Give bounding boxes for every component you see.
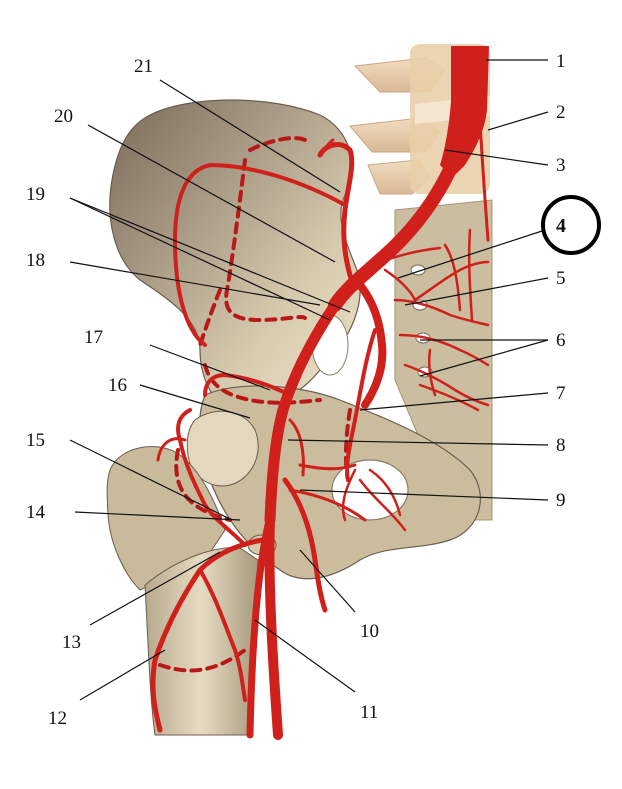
label-16: 16 bbox=[108, 375, 127, 396]
highlight-ring-4 bbox=[541, 195, 601, 255]
label-2: 2 bbox=[556, 102, 566, 123]
label-8: 8 bbox=[556, 435, 566, 456]
label-1: 1 bbox=[556, 51, 566, 72]
obturator-foramen bbox=[331, 459, 409, 521]
label-21: 21 bbox=[134, 56, 153, 77]
arteries bbox=[150, 46, 490, 740]
label-11: 11 bbox=[360, 702, 378, 723]
femur-shaft bbox=[144, 547, 259, 736]
label-12: 12 bbox=[48, 708, 67, 729]
label-20: 20 bbox=[54, 106, 73, 127]
aorta bbox=[440, 46, 489, 178]
label-19: 19 bbox=[26, 184, 45, 205]
label-15: 15 bbox=[26, 430, 45, 451]
label-10: 10 bbox=[360, 621, 379, 642]
label-13: 13 bbox=[62, 632, 81, 653]
bones bbox=[106, 44, 493, 736]
label-7: 7 bbox=[556, 383, 566, 404]
label-3: 3 bbox=[556, 155, 566, 176]
lateral-sacral-branches bbox=[378, 228, 490, 412]
femur-head bbox=[186, 410, 259, 487]
label-18: 18 bbox=[26, 250, 45, 271]
label-14: 14 bbox=[26, 502, 46, 523]
label-4: 4 bbox=[556, 215, 566, 237]
leader-lines bbox=[69, 59, 549, 701]
label-9: 9 bbox=[556, 490, 566, 511]
label-17: 17 bbox=[84, 327, 103, 348]
obturator-branches bbox=[341, 468, 407, 532]
number-labels: 1 2 3 4 5 6 7 8 9 10 11 12 13 14 15 16 1… bbox=[26, 51, 566, 729]
label-5: 5 bbox=[556, 268, 566, 289]
label-6: 6 bbox=[556, 330, 566, 351]
